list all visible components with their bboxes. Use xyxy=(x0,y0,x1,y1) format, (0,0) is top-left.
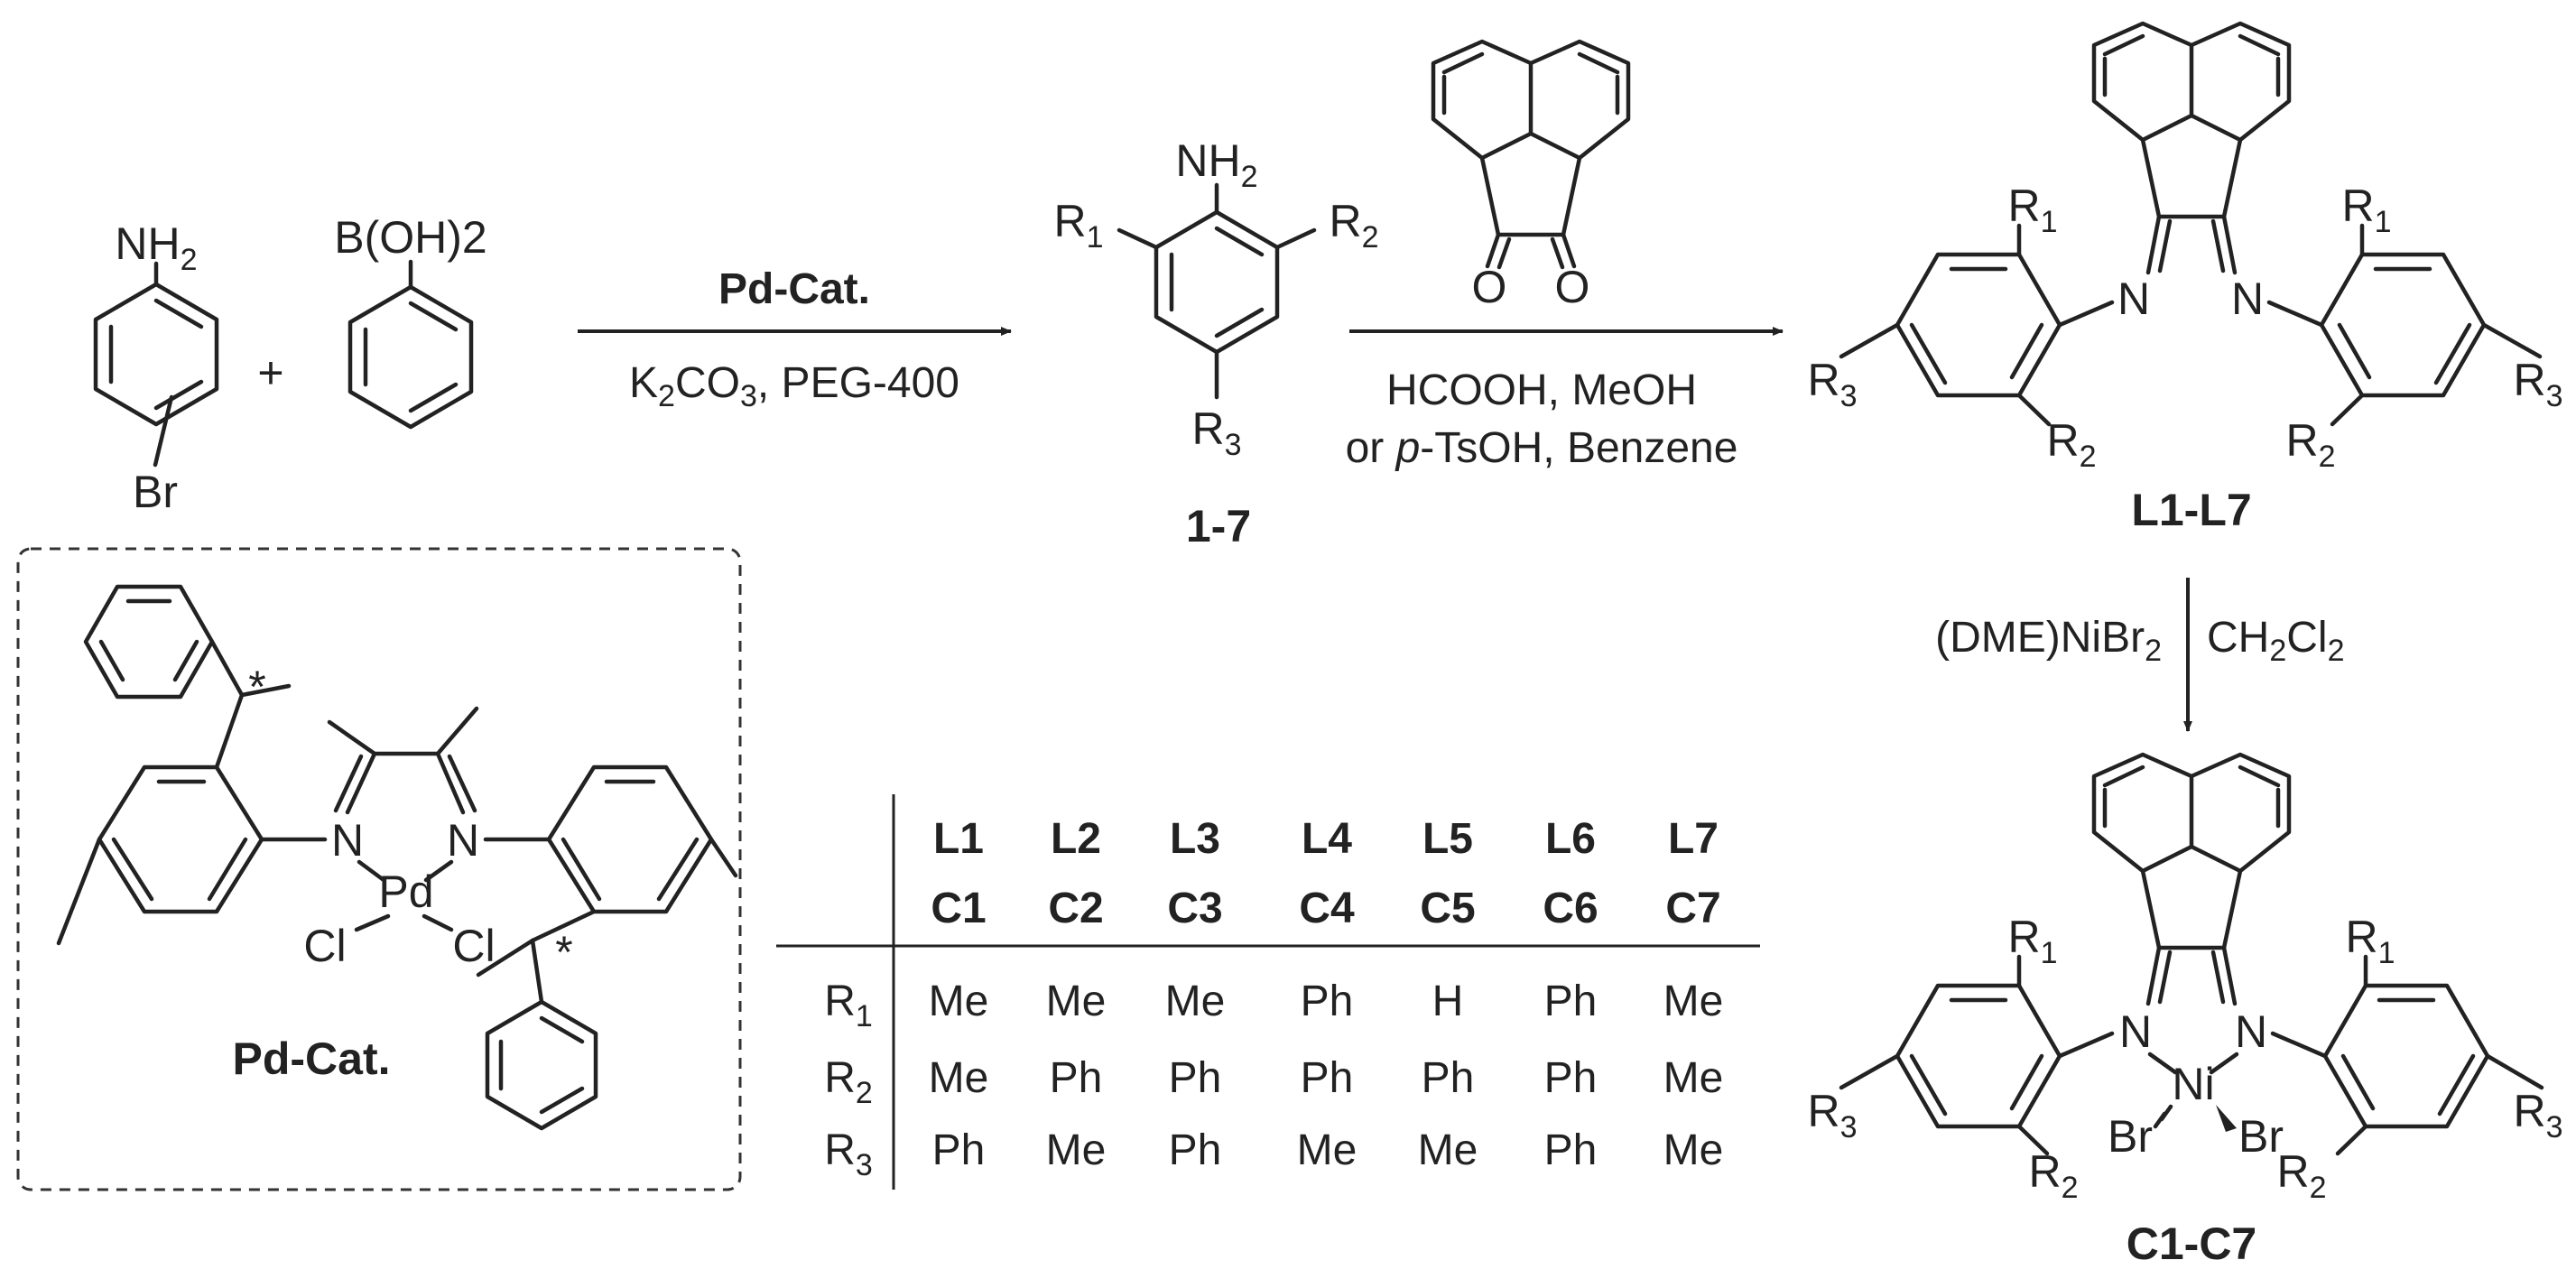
table-header-complex: C4 xyxy=(1299,885,1355,932)
pd-catalyst-panel: * N N Pd Cl Cl * Pd-Cat. xyxy=(16,547,742,1191)
ketone-oxygen-right: O xyxy=(1555,262,1590,312)
table-cell: Ph xyxy=(1301,1054,1354,1102)
table-cell: H xyxy=(1432,978,1464,1025)
table-header-ligand: L1 xyxy=(933,815,984,863)
arrow-step-3: (DME)NiBr2 CH2Cl2 xyxy=(1935,578,2345,732)
complex-r2-right: R2 xyxy=(2276,1146,2326,1205)
table-cell: Ph xyxy=(932,1126,986,1174)
pd-cat-n-right: N xyxy=(447,815,479,866)
complex-r1-right: R1 xyxy=(2345,912,2395,970)
step3-reagent-label: (DME)NiBr2 xyxy=(1935,614,2162,668)
ligand-r2-left: R2 xyxy=(2046,415,2096,474)
table-cell: Me xyxy=(1046,978,1107,1025)
table-cell: Me xyxy=(1418,1126,1478,1174)
step2-conditions-line1: HCOOH, MeOH xyxy=(1386,366,1697,414)
complex-br-right: Br xyxy=(2238,1111,2284,1162)
table-header-ligand: L5 xyxy=(1422,815,1473,863)
table-header-ligand: L3 xyxy=(1170,815,1220,863)
pd-cat-n-left: N xyxy=(331,815,364,866)
table-cell: Me xyxy=(1165,978,1226,1025)
pd-cat-cl-right: Cl xyxy=(452,921,495,971)
table-cell: Me xyxy=(1663,1054,1724,1102)
aniline-intermediate-structure: NH2 R1 R2 R3 1-7 xyxy=(1053,135,1378,551)
chiral-center-star-top: * xyxy=(248,662,265,712)
table-cell: Me xyxy=(929,1054,989,1102)
table-row-label: R1 xyxy=(824,978,873,1033)
boronic-acid-label: B(OH)2 xyxy=(334,212,486,263)
table-header-ligand: L4 xyxy=(1302,815,1352,863)
complex-n-left: N xyxy=(2119,1006,2152,1057)
table-row-label: R3 xyxy=(824,1126,873,1182)
step2-conditions-line2: or p-TsOH, Benzene xyxy=(1346,424,1738,472)
table-cell: Ph xyxy=(1169,1054,1222,1102)
table-header-ligand: L6 xyxy=(1545,815,1596,863)
table-header-complex: C6 xyxy=(1543,885,1598,932)
ligand-imine-n-right: N xyxy=(2231,273,2264,324)
table-header-complex: C1 xyxy=(931,885,986,932)
table-cell: Ph xyxy=(1544,1054,1598,1102)
ketone-oxygen-left: O xyxy=(1472,262,1507,312)
table-cell: Ph xyxy=(1544,1126,1598,1174)
table-cell: Ph xyxy=(1169,1126,1222,1174)
amine-label: NH2 xyxy=(115,218,197,277)
table-header-ligand: L2 xyxy=(1051,815,1101,863)
complex-r1-left: R1 xyxy=(2007,912,2057,970)
complex-n-right: N xyxy=(2235,1006,2267,1057)
pd-cat-metal: Pd xyxy=(378,866,433,917)
intermediate-r1-label: R1 xyxy=(1053,196,1103,255)
ligand-r3-left: R3 xyxy=(1807,355,1857,413)
plus-sign: + xyxy=(257,347,283,398)
complex-r3-right: R3 xyxy=(2513,1086,2562,1144)
acenaphthenequinone-structure: O O xyxy=(1431,39,1631,312)
table-cell: Me xyxy=(929,978,989,1025)
step1-catalyst-label: Pd-Cat. xyxy=(718,265,870,313)
table-cell: Ph xyxy=(1050,1054,1103,1102)
table-header-complex: C5 xyxy=(1420,885,1475,932)
ligand-r1-right: R1 xyxy=(2341,181,2391,239)
table-cell: Me xyxy=(1663,978,1724,1025)
table-header-complex: C3 xyxy=(1167,885,1222,932)
complex-compound-number: C1-C7 xyxy=(2127,1219,2256,1269)
complex-r3-left: R3 xyxy=(1807,1086,1857,1144)
intermediate-r3-label: R3 xyxy=(1191,403,1241,462)
step1-conditions-label: K2CO3, PEG-400 xyxy=(629,359,959,413)
bromoaniline-structure: NH2 Br xyxy=(93,218,219,517)
arrow-step-2: HCOOH, MeOH or p-TsOH, Benzene xyxy=(1346,327,1784,472)
complex-r2-left: R2 xyxy=(2028,1146,2078,1205)
table-cell: Me xyxy=(1297,1126,1357,1174)
intermediate-amine-label: NH2 xyxy=(1175,135,1257,194)
table-cell: Me xyxy=(1663,1126,1724,1174)
ligand-r1-left: R1 xyxy=(2007,181,2057,239)
ligand-structure: N N R1 R3 R2 R1 R3 R2 L1-L7 xyxy=(1807,21,2563,535)
step3-solvent-label: CH2Cl2 xyxy=(2207,614,2345,668)
phenylboronic-acid-structure: B(OH)2 xyxy=(334,212,487,430)
nickel-complex-structure: N N Ni Br Br R1 R3 R2 R1 R3 R2 C1-C7 xyxy=(1807,752,2563,1269)
ligand-r3-right: R3 xyxy=(2513,355,2562,413)
table-row-label: R2 xyxy=(824,1054,873,1110)
intermediate-r2-label: R2 xyxy=(1329,196,1378,255)
table-header-complex: C7 xyxy=(1665,885,1720,932)
chiral-center-star-bottom: * xyxy=(555,927,572,978)
complex-br-left: Br xyxy=(2108,1111,2153,1162)
table-cell: Me xyxy=(1046,1126,1107,1174)
ligand-r2-right: R2 xyxy=(2285,415,2335,474)
table-cell: Ph xyxy=(1301,978,1354,1025)
table-cell: Ph xyxy=(1544,978,1598,1025)
table-header-ligand: L7 xyxy=(1668,815,1719,863)
pd-catalyst-label: Pd-Cat. xyxy=(233,1033,391,1084)
ligand-compound-number: L1-L7 xyxy=(2131,485,2251,535)
arrow-step-1: Pd-Cat. K2CO3, PEG-400 xyxy=(578,265,1012,413)
pd-cat-cl-left: Cl xyxy=(303,921,346,971)
table-cell: Ph xyxy=(1422,1054,1475,1102)
intermediate-compound-number: 1-7 xyxy=(1186,501,1251,551)
table-header-complex: C2 xyxy=(1048,885,1103,932)
bromo-label: Br xyxy=(133,467,178,517)
complex-metal-ni: Ni xyxy=(2172,1059,2214,1109)
ligand-imine-n-left: N xyxy=(2117,273,2150,324)
